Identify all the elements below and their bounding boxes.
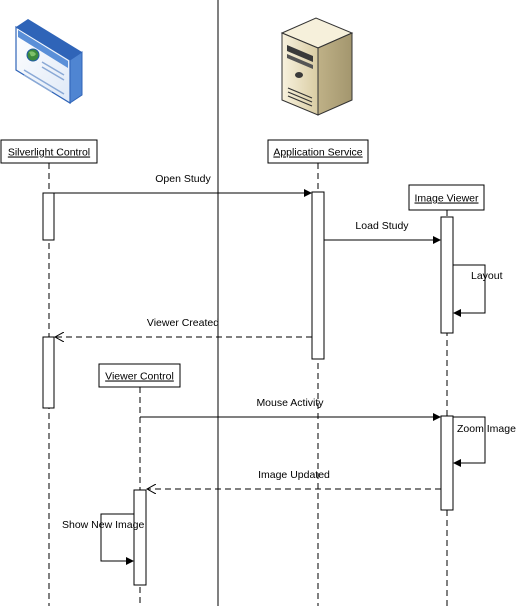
show-new-image-label: Show New Image	[62, 519, 144, 531]
viewer-activation-1	[440, 216, 454, 334]
server-tower-icon	[280, 17, 354, 116]
control-activation	[133, 489, 147, 586]
image-viewer-label: Image Viewer	[414, 193, 479, 205]
load-study-label: Load Study	[355, 220, 409, 232]
browser-window-icon	[15, 19, 83, 105]
viewer-activation-2	[440, 415, 454, 511]
silverlight-control-label: Silverlight Control	[8, 147, 90, 159]
image-updated-label: Image Updated	[258, 469, 330, 481]
application-service-box[interactable]: Application Service	[267, 139, 369, 164]
silverlight-activation-2	[42, 336, 55, 409]
mouse-activity-label: Mouse Activity	[256, 397, 324, 409]
viewer-created-label: Viewer Created	[147, 317, 219, 329]
viewer-control-box[interactable]: Viewer Control	[98, 363, 181, 388]
zoom-image-self-call-arrow	[453, 416, 486, 467]
silverlight-control-box[interactable]: Silverlight Control	[0, 139, 98, 164]
zoom-image-label: Zoom Image	[457, 423, 516, 435]
layout-label: Layout	[471, 270, 503, 282]
application-service-label: Application Service	[273, 147, 362, 159]
viewer-control-label: Viewer Control	[105, 371, 174, 383]
open-study-label: Open Study	[155, 173, 211, 185]
image-viewer-box[interactable]: Image Viewer	[408, 184, 485, 211]
layout-self-call-arrow	[453, 264, 486, 317]
show-new-image-self-call-arrow	[100, 513, 134, 565]
service-activation	[311, 191, 325, 360]
silverlight-activation-1	[42, 192, 55, 241]
